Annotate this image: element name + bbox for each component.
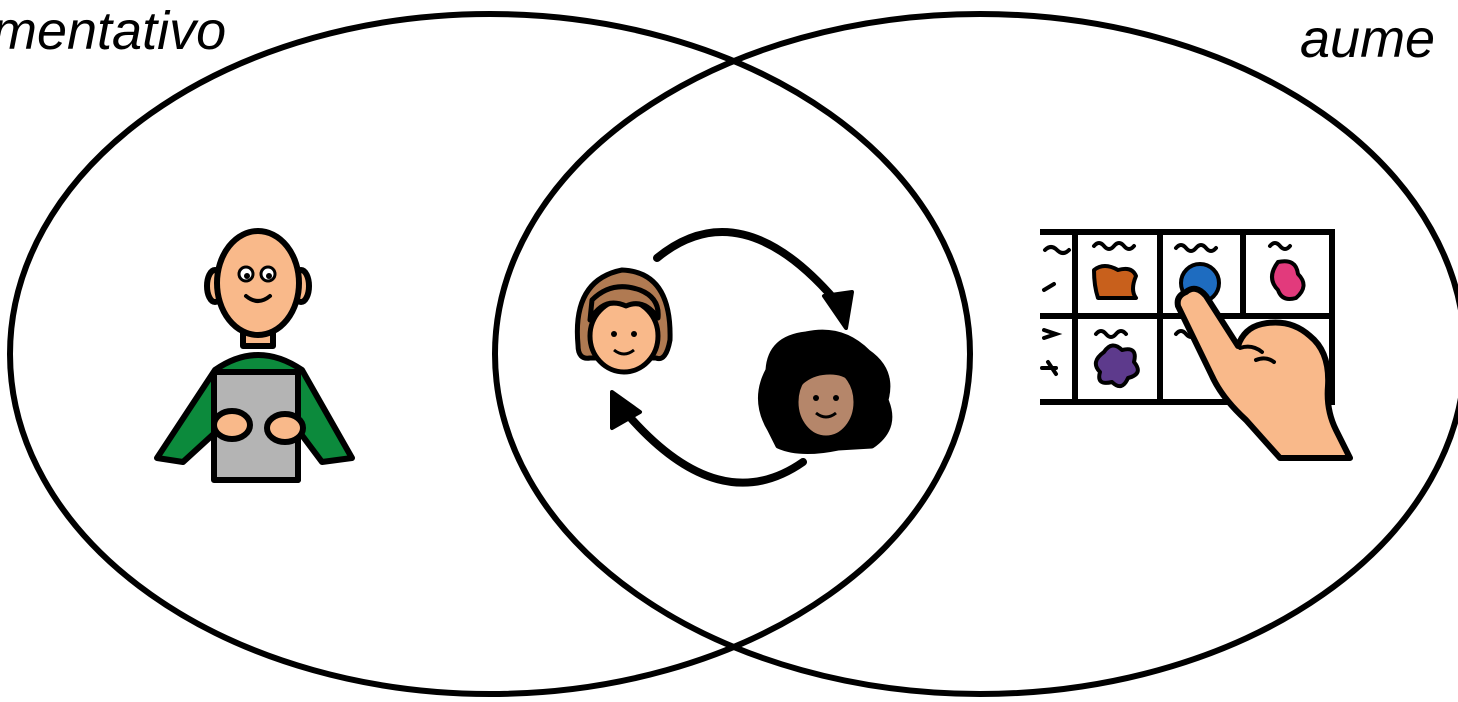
left-circle-label: mentativo [0,4,226,58]
right-circle-label: aume [1300,12,1435,66]
two-people-exchange-icon [577,232,889,483]
finger-pointing-symbol-board-icon [1040,232,1350,458]
person-holding-tablet-icon [157,231,352,480]
